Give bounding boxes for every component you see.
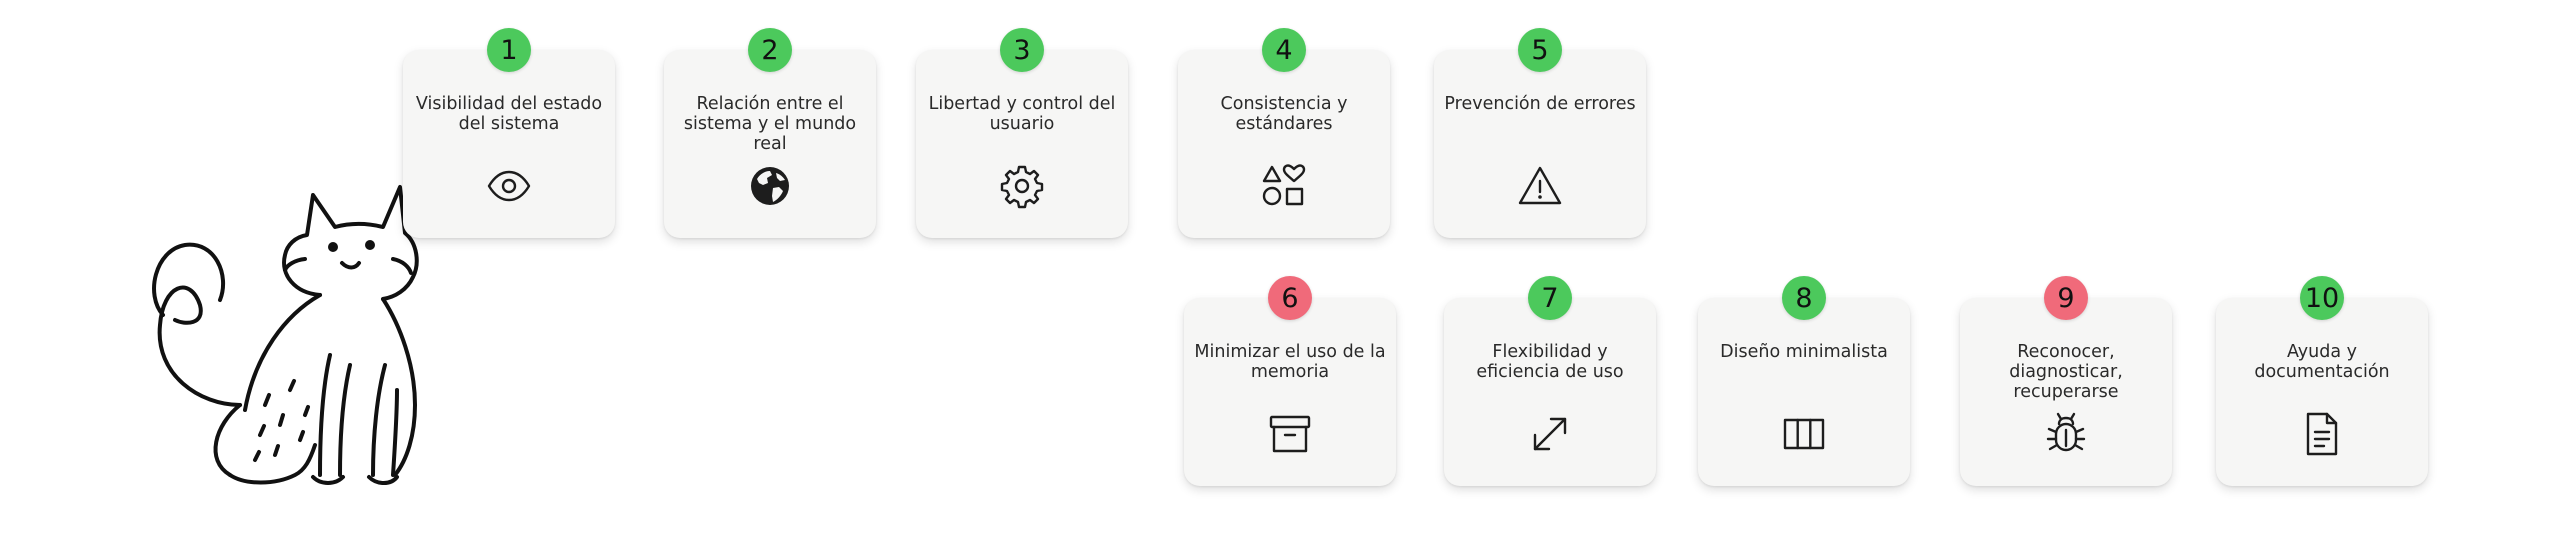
heuristic-card-9: 9 Reconocer, diagnosticar, recuperarse <box>1960 276 2172 486</box>
number-badge: 3 <box>1000 28 1044 72</box>
heuristic-label: Minimizar el uso de la memoria <box>1194 342 1386 382</box>
heuristic-label: Consistencia y estándares <box>1220 94 1348 134</box>
heuristic-label: Reconocer, diagnosticar, recuperarse <box>2009 342 2123 402</box>
heuristic-label: Libertad y control del usuario <box>928 94 1116 134</box>
bug-icon <box>2042 410 2090 458</box>
heuristic-label: Relación entre el sistema y el mundo rea… <box>683 94 857 154</box>
document-icon <box>2298 410 2346 458</box>
heuristic-card-2: 2 Relación entre el sistema y el mundo r… <box>664 28 876 238</box>
heuristic-card-10: 10 Ayuda y documentación <box>2216 276 2428 486</box>
heuristic-card-4: 4 Consistencia y estándares <box>1178 28 1390 238</box>
heuristic-label: Ayuda y documentación <box>2254 342 2390 382</box>
number-badge: 10 <box>2300 276 2344 320</box>
heuristic-card-3: 3 Libertad y control del usuario <box>916 28 1128 238</box>
heuristic-label: Visibilidad del estado del sistema <box>415 94 603 134</box>
number-badge: 5 <box>1518 28 1562 72</box>
heuristic-label: Prevención de errores <box>1444 94 1636 114</box>
eye-icon <box>485 162 533 210</box>
heuristic-card-5: 5 Prevención de errores <box>1434 28 1646 238</box>
heuristic-card-8: 8 Diseño minimalista <box>1698 276 1910 486</box>
archive-icon <box>1266 410 1314 458</box>
number-badge: 4 <box>1262 28 1306 72</box>
heuristic-card-7: 7 Flexibilidad y eficiencia de uso <box>1444 276 1656 486</box>
globe-icon <box>746 162 794 210</box>
heuristic-label: Diseño minimalista <box>1720 342 1888 362</box>
number-badge: 6 <box>1268 276 1312 320</box>
warning-icon <box>1516 162 1564 210</box>
number-badge: 8 <box>1782 276 1826 320</box>
heuristic-label: Flexibilidad y eficiencia de uso <box>1476 342 1624 382</box>
shapes-icon <box>1260 162 1308 210</box>
heuristic-card-6: 6 Minimizar el uso de la memoria <box>1184 276 1396 486</box>
cat-illustration <box>152 185 419 485</box>
number-badge: 7 <box>1528 276 1572 320</box>
number-badge: 1 <box>487 28 531 72</box>
number-badge: 9 <box>2044 276 2088 320</box>
number-badge: 2 <box>748 28 792 72</box>
gear-icon <box>998 162 1046 210</box>
heuristic-card-1: 1 Visibilidad del estado del sistema <box>403 28 615 238</box>
columns-icon <box>1780 410 1828 458</box>
expand-arrows-icon <box>1526 410 1574 458</box>
